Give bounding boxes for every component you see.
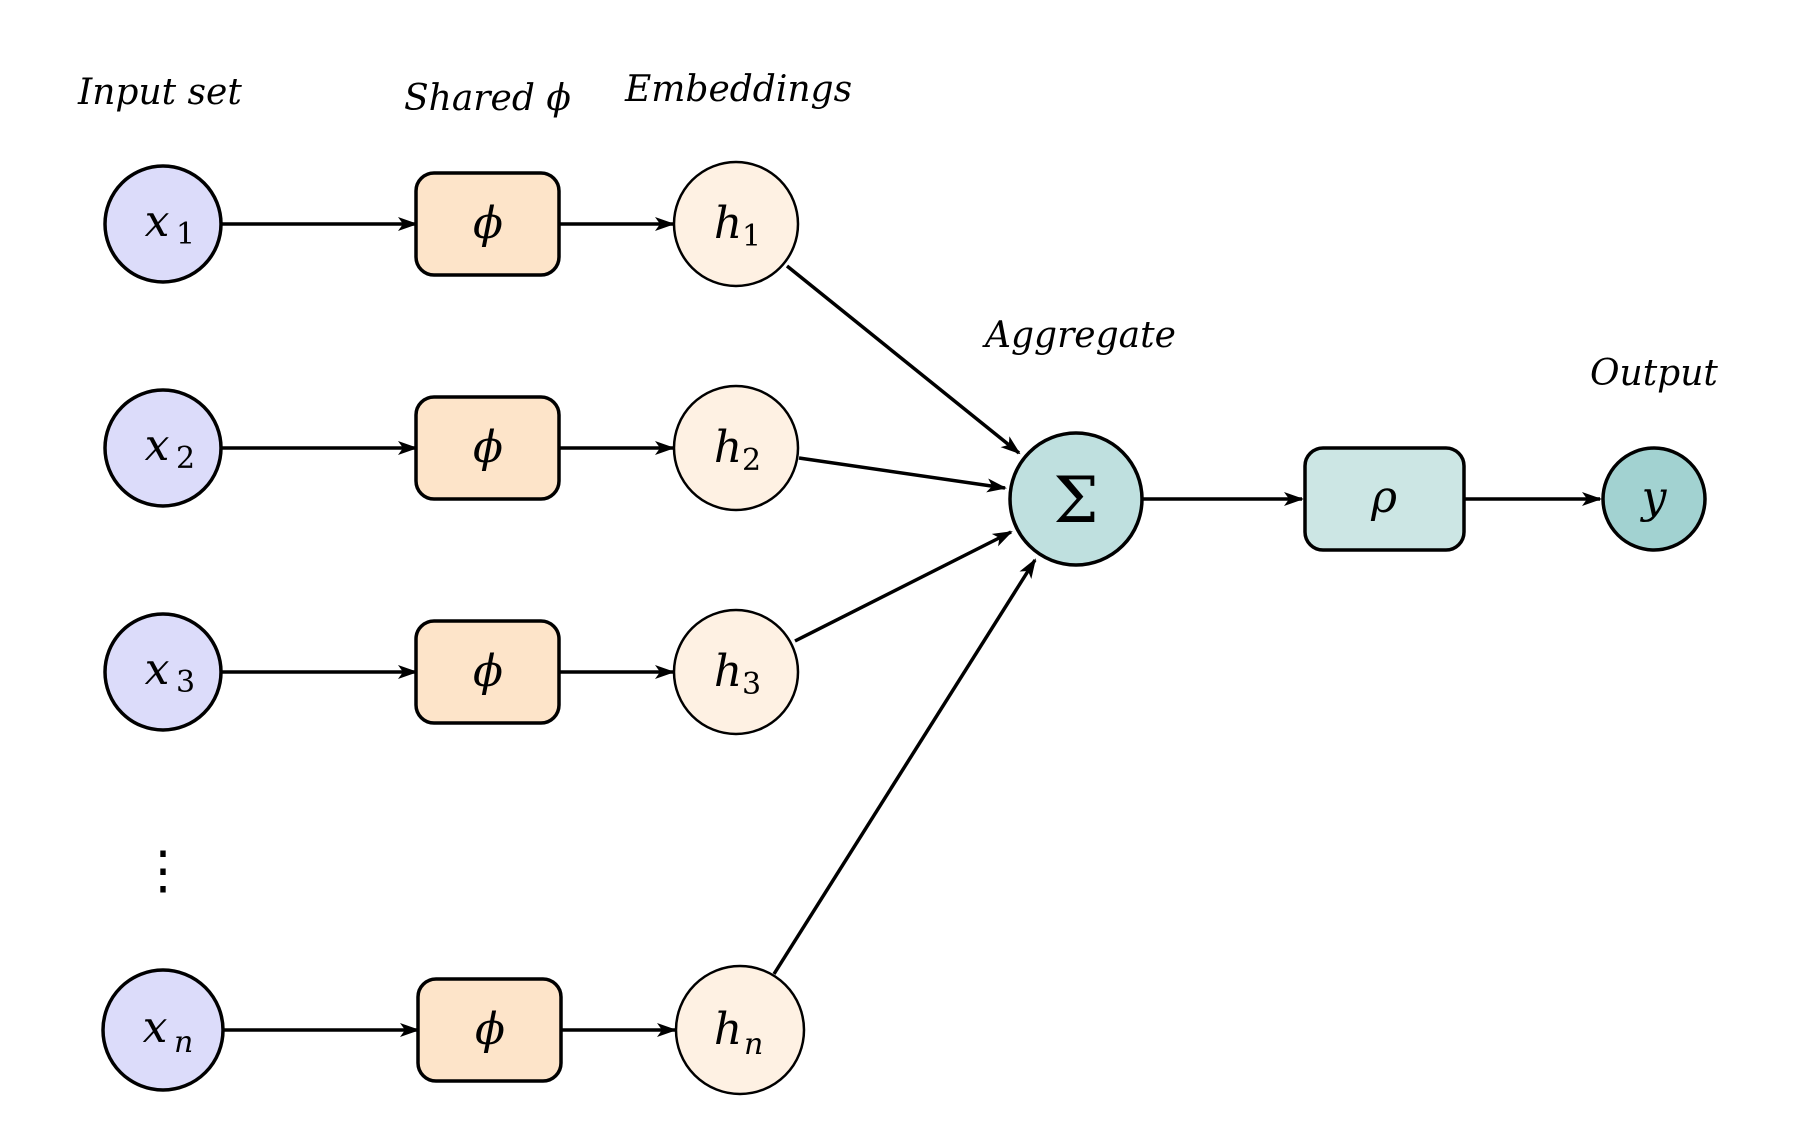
embedding-node-h1: h 1: [672, 160, 800, 288]
embedding-subscript: 1: [742, 219, 761, 254]
input-node-x3: x 3: [103, 612, 223, 732]
embedding-node-h2: h 2: [672, 384, 800, 512]
embedding-symbol: h: [714, 422, 742, 473]
aggregate-edges: [772, 264, 1037, 975]
embedding-subscript: 2: [742, 443, 761, 478]
rho-box: ρ: [1303, 446, 1466, 552]
label-aggregate: Aggregate: [982, 315, 1176, 356]
input-subscript: n: [174, 1025, 193, 1060]
phi-box-3: ϕ: [414, 619, 561, 725]
edge-h3-sum: [794, 530, 1013, 643]
edge-hn-sum: [772, 558, 1037, 975]
edge-h2-sum: [798, 456, 1007, 493]
embedding-symbol: h: [714, 646, 742, 697]
ellipsis-vertical: ⋮: [137, 841, 189, 901]
input-node-xn: x n: [101, 968, 225, 1092]
label-embeddings: Embeddings: [624, 69, 852, 110]
label-input-set: Input set: [77, 72, 242, 113]
label-shared-phi: Shared ϕ: [404, 78, 571, 119]
input-symbol: x: [145, 420, 170, 471]
input-node-x1: x 1: [103, 164, 223, 284]
sum-node: Σ: [1008, 431, 1144, 567]
phi-symbol: ϕ: [473, 198, 503, 249]
rho-symbol: ρ: [1370, 472, 1397, 523]
phi-symbol: ϕ: [473, 422, 503, 473]
output-symbol: y: [1640, 472, 1668, 523]
input-symbol: x: [145, 196, 170, 247]
embedding-nodes: h 1 h 2 h 3 h n: [672, 160, 806, 1096]
embedding-symbol: h: [714, 1004, 742, 1055]
phi-boxes: ϕ ϕ ϕ ϕ: [414, 171, 563, 1083]
edge-h1-sum: [785, 264, 1021, 455]
embedding-node-hn: h n: [674, 964, 806, 1096]
sum-symbol: Σ: [1053, 464, 1098, 538]
input-nodes: x 1 x 2 x 3 ⋮ x n: [101, 164, 225, 1092]
phi-box-2: ϕ: [414, 395, 561, 501]
phi-symbol: ϕ: [475, 1004, 505, 1055]
input-subscript: 1: [176, 217, 195, 252]
phi-box-1: ϕ: [414, 171, 561, 277]
input-subscript: 2: [176, 441, 195, 476]
embedding-symbol: h: [714, 198, 742, 249]
input-node-x2: x 2: [103, 388, 223, 508]
phi-box-n: ϕ: [416, 977, 563, 1083]
input-subscript: 3: [176, 665, 195, 700]
phi-symbol: ϕ: [473, 646, 503, 697]
embedding-subscript: n: [744, 1027, 763, 1062]
embedding-node-h3: h 3: [672, 608, 800, 736]
embedding-subscript: 3: [742, 667, 761, 702]
row-edges: [221, 217, 677, 1037]
input-symbol: x: [145, 644, 170, 695]
output-node: y: [1601, 446, 1707, 552]
label-output: Output: [1590, 353, 1718, 394]
input-symbol: x: [143, 1002, 168, 1053]
